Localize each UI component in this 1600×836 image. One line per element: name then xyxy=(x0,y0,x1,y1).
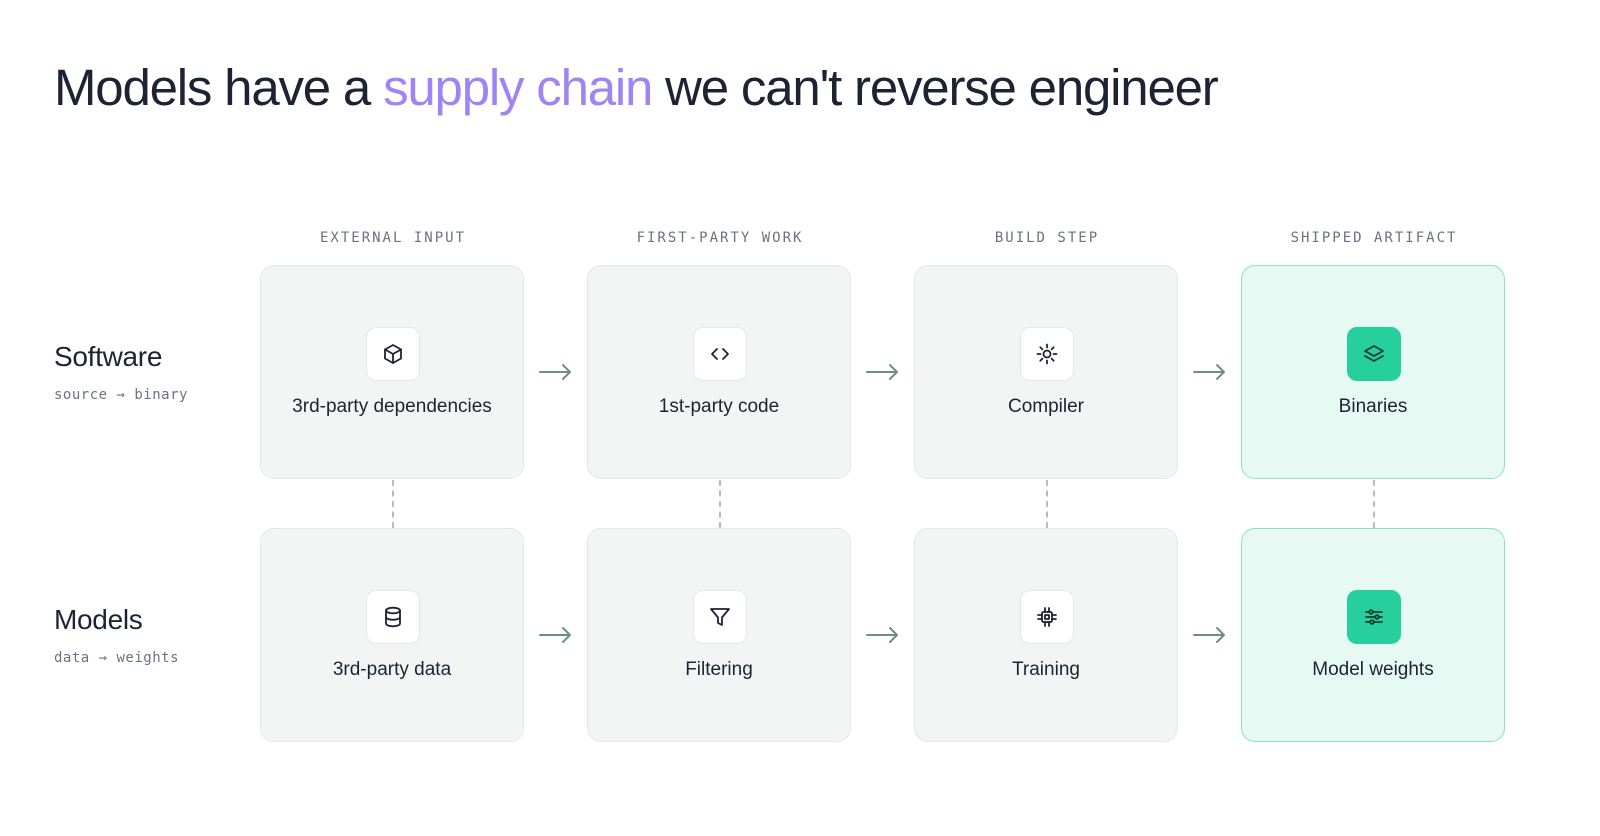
column-header-external-input: EXTERNAL INPUT xyxy=(319,230,466,246)
node-model-weights: Model weights xyxy=(1241,528,1505,742)
row-subtitle: data → weights xyxy=(54,650,180,666)
node-label: Binaries xyxy=(1338,396,1408,417)
sun-gear-icon xyxy=(1020,327,1074,381)
title-start: Models have a xyxy=(54,59,384,116)
arrow-right-icon xyxy=(1193,364,1225,380)
dashed-connector xyxy=(1373,480,1375,528)
chip-icon xyxy=(1020,590,1074,644)
node-3rd-party-dependencies: 3rd-party dependencies xyxy=(260,265,524,479)
node-compiler: Compiler xyxy=(914,265,1178,479)
dashed-connector xyxy=(719,480,721,528)
dashed-connector xyxy=(1046,480,1048,528)
node-label: 1st-party code xyxy=(658,396,780,417)
column-header-shipped-artifact: SHIPPED ARTIFACT xyxy=(1290,230,1458,246)
node-label: Compiler xyxy=(1007,396,1085,417)
cube-icon xyxy=(366,327,420,381)
arrow-right-icon xyxy=(866,364,898,380)
dashed-connector xyxy=(392,480,394,528)
sliders-icon xyxy=(1347,590,1401,644)
arrow-right-icon xyxy=(539,364,571,380)
column-header-build-step: BUILD STEP xyxy=(994,230,1100,246)
title-end: we can't reverse engineer xyxy=(652,59,1219,116)
node-1st-party-code: 1st-party code xyxy=(587,265,851,479)
column-header-first-party-work: FIRST-PARTY WORK xyxy=(636,230,804,246)
row-title: Models xyxy=(54,604,143,635)
node-label: Training xyxy=(1012,659,1080,680)
row-label-models: Models data → weights xyxy=(54,604,179,666)
node-3rd-party-data: 3rd-party data xyxy=(260,528,524,742)
node-training: Training xyxy=(914,528,1178,742)
node-label: Model weights xyxy=(1312,659,1434,680)
arrow-right-icon xyxy=(866,627,898,643)
row-label-software: Software source → binary xyxy=(54,341,188,403)
arrow-right-icon xyxy=(539,627,571,643)
node-label: 3rd-party data xyxy=(332,659,452,680)
layers-icon xyxy=(1347,327,1401,381)
node-filtering: Filtering xyxy=(587,528,851,742)
arrow-right-icon xyxy=(1193,627,1225,643)
row-title: Software xyxy=(54,341,163,372)
node-label: Filtering xyxy=(685,659,753,680)
database-icon xyxy=(366,590,420,644)
node-label: 3rd-party dependencies xyxy=(292,396,492,417)
node-binaries: Binaries xyxy=(1241,265,1505,479)
page-title: Models have a supply chain we can't reve… xyxy=(54,58,1219,117)
title-highlight: supply chain xyxy=(383,59,653,116)
row-subtitle: source → binary xyxy=(54,387,188,403)
code-brackets-icon xyxy=(693,327,747,381)
funnel-icon xyxy=(693,590,747,644)
